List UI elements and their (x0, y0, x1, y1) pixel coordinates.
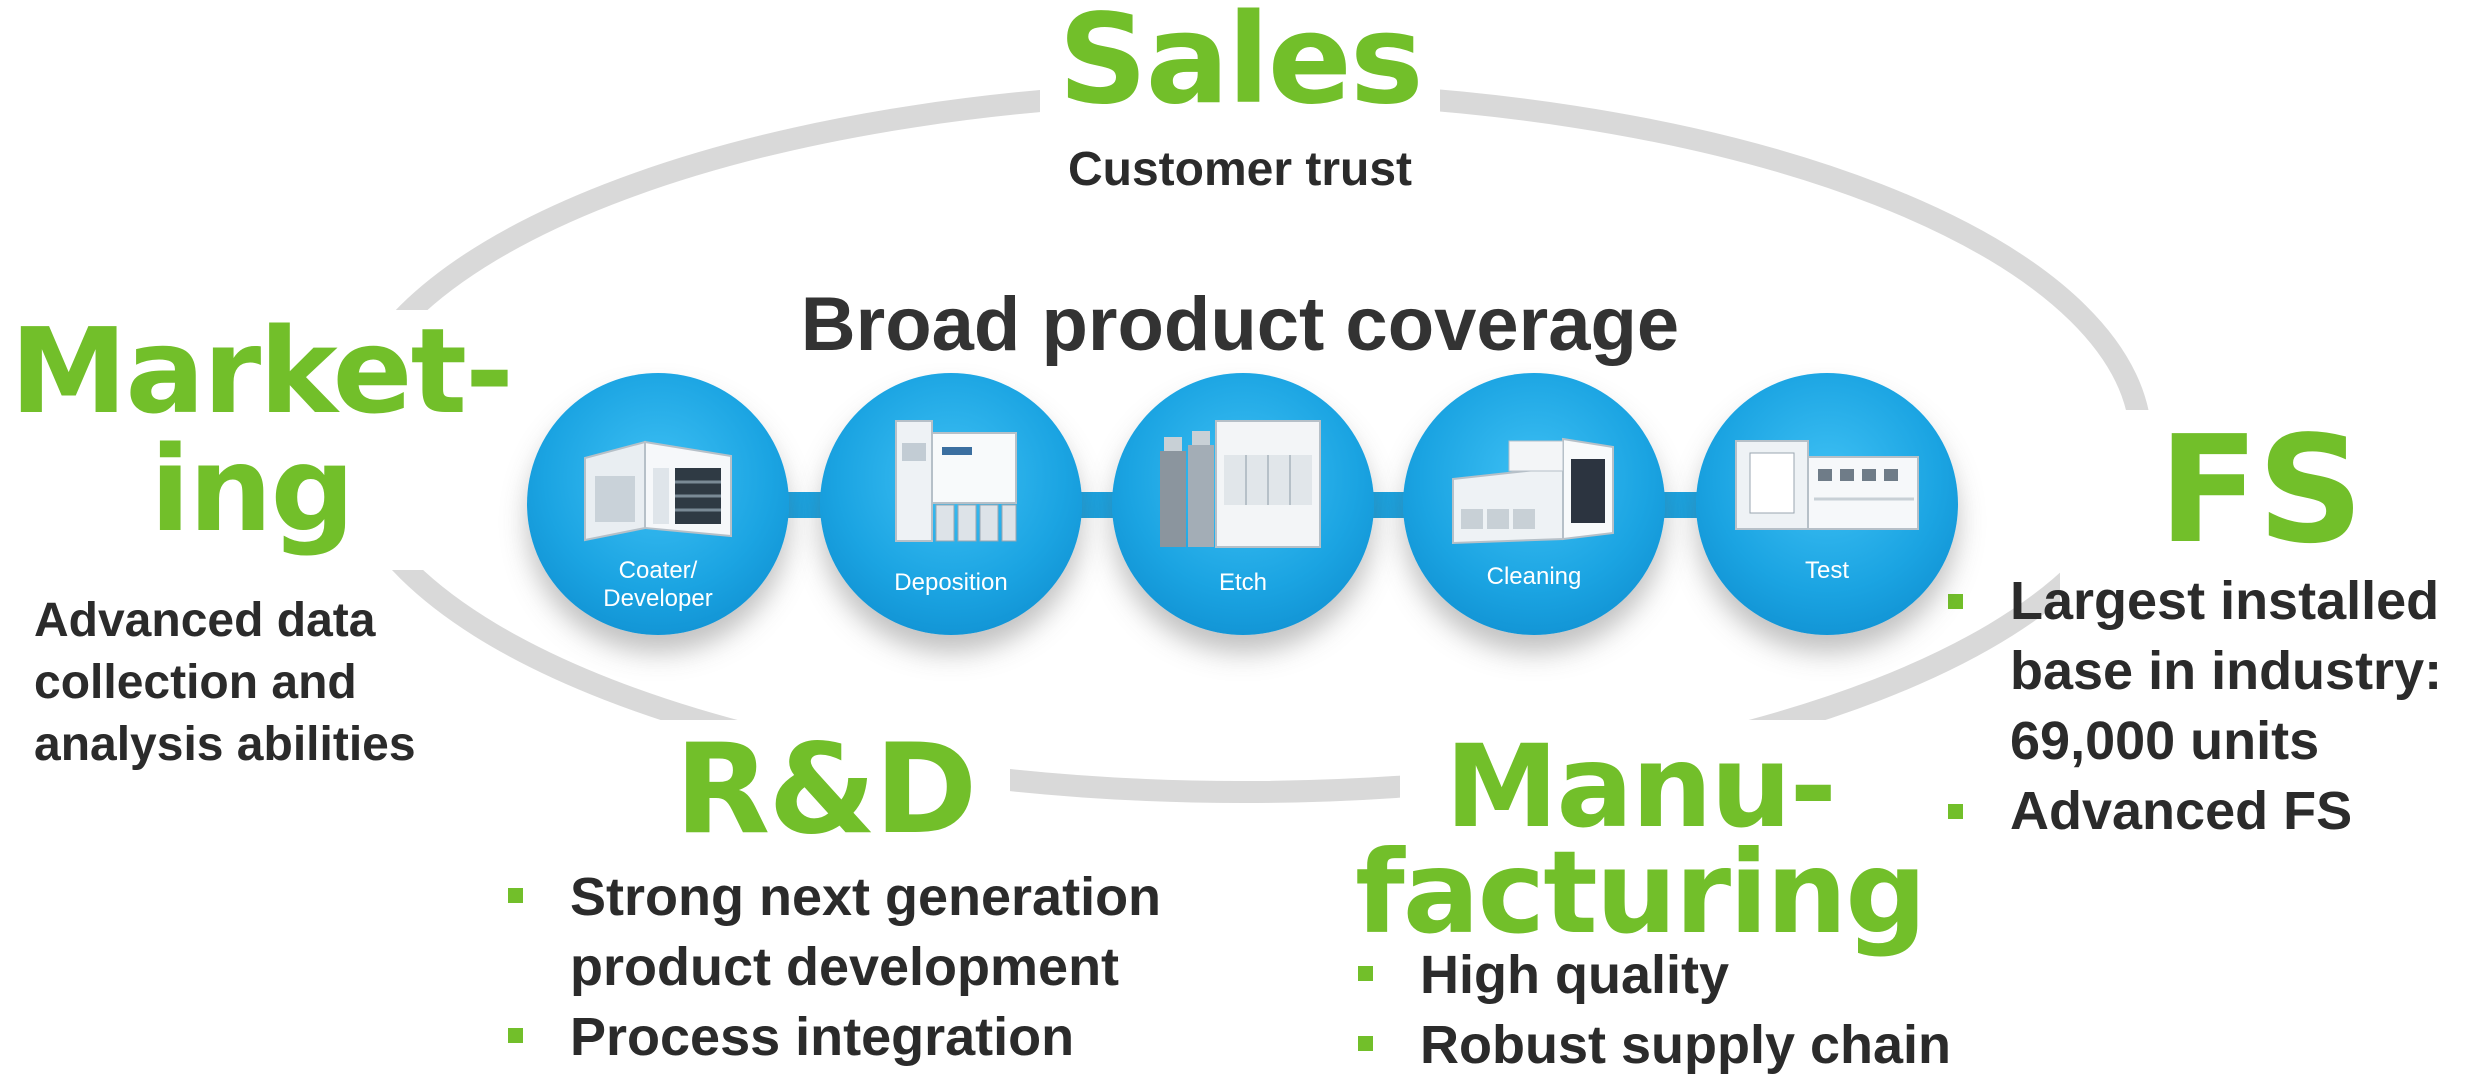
sales-subtitle: Customer trust (1067, 143, 1413, 196)
deposition-machine-icon (895, 420, 1017, 542)
marketing-title-line2: ing (150, 420, 355, 558)
etch-machine-icon (1160, 420, 1321, 548)
marketing-description: Advanced data collection and analysis ab… (34, 590, 416, 776)
marketing-title: Market- ing (10, 302, 514, 558)
product-label: Deposition (894, 569, 1008, 596)
bullet-square-icon (1948, 594, 1963, 609)
bullet-square-icon (1358, 966, 1373, 981)
rnd-bullet-item: Process integration (500, 1002, 1161, 1072)
bullet-square-icon (1948, 804, 1963, 819)
fs-bullet-list: Largest installed base in industry: 69,0… (1940, 566, 2442, 846)
marketing-title-line1: Market- (10, 302, 514, 440)
rnd-title: R&D (674, 718, 978, 862)
cleaning-machine-icon (1452, 437, 1614, 545)
marketing-desc-line: analysis abilities (34, 718, 416, 771)
product-label: Etch (1218, 569, 1268, 596)
fs-label-bg (2060, 410, 2480, 770)
center-title: Broad product coverage (800, 282, 1680, 367)
bullet-square-icon (1358, 1036, 1373, 1051)
fs-title: FS (2158, 404, 2364, 576)
manufacturing-title-line1: Manu- (1444, 720, 1837, 853)
marketing-label-bg (0, 310, 510, 570)
rnd-bullet-item: Strong next generation product developme… (500, 862, 1161, 1002)
manufacturing-label-bg (1400, 720, 1920, 850)
sales-title: Sales (1058, 0, 1423, 132)
rnd-bullet-list: Strong next generation product developme… (500, 862, 1161, 1072)
marketing-desc-line: collection and (34, 656, 357, 709)
manufacturing-title: Manu- facturing (1350, 720, 1930, 959)
manufacturing-title-line2: facturing (1355, 826, 1927, 959)
product-cleaning: Cleaning (1403, 373, 1665, 635)
product-etch: Etch (1112, 373, 1374, 635)
product-label: Cleaning (1486, 563, 1582, 590)
product-test: Test (1696, 373, 1958, 635)
product-coater-developer: Coater/ Developer (527, 373, 789, 635)
manufacturing-bullet-item: High quality (1350, 940, 1951, 1010)
coater-developer-machine-icon (584, 440, 732, 542)
sales-label-bg (1040, 0, 1440, 200)
rnd-label-bg (640, 720, 1010, 850)
product-label: Test (1804, 557, 1849, 584)
product-deposition: Deposition (820, 373, 1082, 635)
bullet-square-icon (508, 1028, 523, 1043)
test-machine-icon (1735, 440, 1919, 530)
product-label: Coater/ Developer (603, 557, 713, 612)
bullet-square-icon (508, 888, 523, 903)
manufacturing-bullet-item: Robust supply chain (1350, 1010, 1951, 1080)
fs-bullet-item: Largest installed base in industry: 69,0… (1940, 566, 2442, 776)
manufacturing-bullet-list: High quality Robust supply chain (1350, 940, 1951, 1080)
marketing-desc-line: Advanced data (34, 594, 376, 647)
fs-bullet-item: Advanced FS (1940, 776, 2442, 846)
